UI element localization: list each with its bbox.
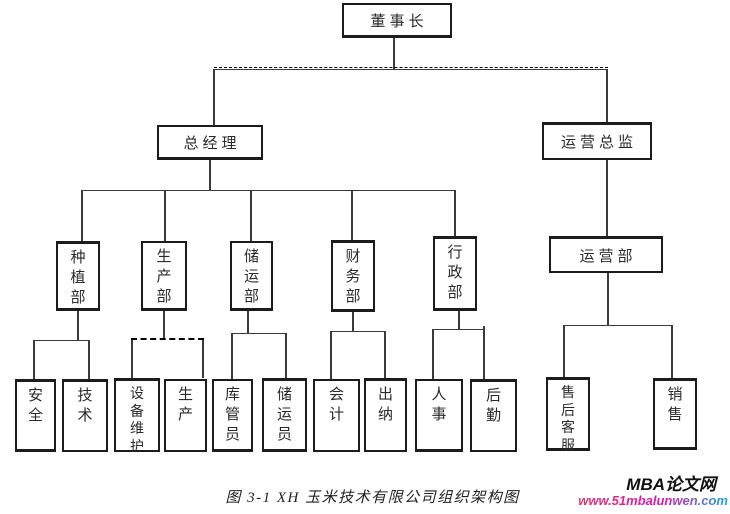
connector-line <box>77 311 79 340</box>
connector-line <box>202 340 204 378</box>
org-node-label: 种植部 <box>70 250 86 306</box>
connector-line <box>232 333 287 334</box>
connector-line-dashed <box>214 67 608 68</box>
connector-line <box>131 340 133 378</box>
connector-line <box>285 333 287 378</box>
connector-line <box>88 340 90 379</box>
org-node-chairman: 董事长 <box>342 3 452 38</box>
connector-line <box>231 333 233 379</box>
figure-caption: 图 3-1 XH 玉米技术有限公司组织架构图 <box>225 490 520 506</box>
org-node-sales: 销售 <box>653 378 697 450</box>
org-node-cashier: 出纳 <box>364 378 407 452</box>
org-node-label: 运营总监 <box>560 135 637 151</box>
org-node-operations-director: 运营总监 <box>542 122 652 160</box>
connector-line <box>563 325 565 377</box>
org-node-label: 总经理 <box>183 135 241 152</box>
org-node-finance-dept: 财务部 <box>331 240 375 312</box>
org-node-label: 生产 <box>177 387 193 423</box>
connector-line <box>432 329 434 379</box>
org-node-equipment-maintenance: 设备维护 <box>114 378 160 455</box>
org-node-label: 销售 <box>667 387 683 423</box>
org-node-accountant: 会计 <box>313 379 360 452</box>
org-node-label: 行政部 <box>447 245 463 301</box>
connector-line <box>214 69 608 70</box>
connector-line <box>247 311 249 333</box>
connector-line <box>351 190 353 240</box>
org-node-planting-dept: 种植部 <box>56 241 100 311</box>
connector-line <box>393 38 395 69</box>
org-node-production: 生产 <box>164 379 207 452</box>
org-node-storage-transport-staff: 储运员 <box>262 378 307 452</box>
org-node-label: 后勤 <box>485 388 501 424</box>
connector-line <box>606 160 608 236</box>
org-node-general-manager: 总经理 <box>157 125 263 160</box>
connector-line <box>163 311 165 339</box>
connector-line <box>671 325 673 378</box>
connector-line <box>213 69 215 125</box>
org-node-label: 设备维护 <box>129 387 144 455</box>
connector-line <box>606 69 608 122</box>
connector-line <box>352 312 354 331</box>
org-node-hr: 人事 <box>415 379 463 452</box>
connector-line <box>454 190 456 236</box>
org-node-label: 会计 <box>328 387 344 423</box>
org-node-label: 储运员 <box>276 387 292 443</box>
org-node-logistics: 后勤 <box>470 379 517 452</box>
org-node-production-dept: 生产部 <box>141 241 187 311</box>
org-node-admin-dept: 行政部 <box>433 236 477 311</box>
org-node-warehouse-keeper: 库管员 <box>212 379 253 452</box>
connector-line <box>33 340 35 379</box>
connector-line-dashed <box>131 338 204 340</box>
connector-line <box>209 160 211 190</box>
connector-line <box>483 326 485 379</box>
org-node-label: 技术 <box>77 388 93 424</box>
org-node-safety: 安全 <box>15 379 56 452</box>
connector-line <box>164 190 166 241</box>
org-node-operations-dept: 运营部 <box>549 236 663 273</box>
org-node-label: 出纳 <box>377 387 393 423</box>
org-node-label: 安全 <box>27 388 43 424</box>
connector-line <box>250 190 252 241</box>
org-node-label: 董事长 <box>370 13 428 30</box>
connector-line <box>81 190 83 241</box>
org-node-technology: 技术 <box>62 379 108 452</box>
org-node-aftersales-service: 售后客服 <box>546 377 590 454</box>
org-node-label: 售后客服 <box>560 386 575 454</box>
connector-line <box>331 331 385 332</box>
connector-line <box>564 325 672 326</box>
org-node-label: 人事 <box>431 387 447 423</box>
connector-line <box>384 331 386 378</box>
watermark-site-name: MBA论文网 <box>626 475 716 494</box>
connector-line <box>33 340 90 341</box>
org-node-label: 财务部 <box>345 249 361 305</box>
connector-line <box>458 311 460 329</box>
connector-line <box>330 331 332 379</box>
connector-line <box>607 273 609 325</box>
org-node-label: 运营部 <box>579 248 637 265</box>
org-node-label: 库管员 <box>224 387 240 443</box>
connector-line <box>82 190 455 191</box>
watermark-site-url: www.51mbalunwen.com <box>578 493 728 508</box>
org-node-storage-transport-dept: 储运部 <box>230 241 273 311</box>
connector-line <box>433 329 484 330</box>
org-node-label: 储运部 <box>243 249 259 305</box>
org-node-label: 生产部 <box>156 249 172 305</box>
